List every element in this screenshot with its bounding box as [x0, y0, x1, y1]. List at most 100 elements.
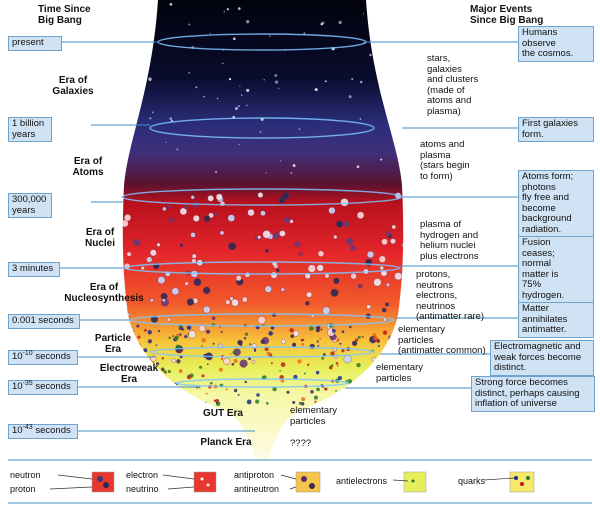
star [141, 30, 145, 34]
particle [146, 256, 153, 263]
contents-nuclei: plasma of hydrogen and helium nuclei plu… [420, 219, 479, 262]
quark-particle [175, 344, 180, 349]
star [169, 3, 173, 6]
star [165, 141, 167, 143]
quark-particle [160, 367, 165, 372]
particle [188, 330, 197, 339]
era-ring [149, 346, 375, 358]
star [195, 86, 198, 89]
particle [316, 264, 324, 272]
particle [179, 207, 188, 216]
particle [219, 230, 225, 236]
particle [231, 298, 239, 307]
time-1e-10-seconds: 10-10 seconds [8, 350, 78, 365]
particle [162, 206, 167, 212]
particle [330, 288, 339, 297]
era-galaxies: Era of Galaxies [52, 75, 94, 97]
contents-particle: elementary particles (antimatter common) [398, 324, 486, 356]
particle [235, 275, 242, 282]
particle [381, 238, 388, 246]
star [390, 29, 393, 32]
particle [276, 268, 280, 273]
quark-particle [267, 352, 272, 357]
antiproton-antineutron-swatch [295, 471, 321, 493]
time-1e-35-seconds: 10-35 seconds [8, 380, 78, 395]
contents-nucleosynthesis: protons, neutrons electrons, neutrinos (… [416, 269, 485, 322]
star [202, 95, 205, 98]
particle [381, 307, 387, 313]
electron-dot [200, 477, 204, 481]
particle [356, 211, 365, 220]
legend-neutron-label: neutron [10, 470, 41, 480]
quark-particle [347, 379, 353, 384]
quark-particle [178, 369, 183, 374]
quark-particle [168, 336, 172, 340]
particle [124, 214, 132, 222]
quark-particle [316, 387, 320, 392]
quark-particle [136, 324, 140, 328]
quark-particle [147, 330, 152, 335]
quark-particle [317, 345, 320, 347]
quark-particle [289, 328, 294, 333]
events-column-header: Major Events Since Big Bang [470, 4, 544, 26]
legend-neutrino-label: neutrino [126, 484, 159, 494]
star [259, 131, 262, 133]
particle [244, 272, 251, 278]
star [360, 80, 363, 84]
particle [335, 220, 344, 228]
event-matter-annihilates: Matter annihilates antimatter. [518, 302, 594, 338]
quark-particle [324, 387, 328, 391]
cone-fill [122, 0, 404, 460]
particle [272, 232, 280, 240]
quark-particle [233, 358, 238, 364]
quark-particle [232, 350, 237, 355]
quark-particle [229, 352, 232, 355]
star [265, 172, 267, 174]
particle [183, 204, 189, 210]
antielectrons-swatch [403, 471, 427, 493]
particle [264, 285, 272, 293]
quark-particle [167, 369, 171, 374]
star [298, 128, 301, 130]
quark-particle [320, 328, 323, 331]
particle [291, 342, 297, 347]
particle [384, 302, 390, 307]
quark-particle [178, 324, 182, 328]
star [320, 22, 324, 26]
star [210, 32, 212, 35]
particle [262, 230, 271, 239]
legend-pointer [280, 474, 297, 480]
legend-antielectrons-label: antielectrons [336, 476, 388, 486]
neutron-dot [97, 476, 103, 482]
contents-gut: elementary particles [290, 405, 337, 427]
legend-antineutron-label: antineutron [234, 484, 280, 494]
quark-particle [213, 399, 217, 402]
star [280, 160, 282, 162]
particle [193, 278, 202, 287]
contents-planck: ???? [290, 438, 312, 449]
quark-particle [239, 343, 243, 346]
star [274, 74, 278, 77]
star [290, 172, 293, 175]
quark-particle [204, 401, 207, 404]
particle [203, 215, 211, 223]
quark-particle [186, 403, 190, 407]
particle [306, 291, 313, 298]
quark-particle [163, 384, 166, 387]
neutron-proton-swatch [91, 471, 115, 493]
quark-particle [279, 369, 281, 372]
quark-particle [218, 367, 223, 372]
particle [289, 219, 294, 224]
quark-particle [293, 374, 298, 380]
quark-particle [336, 364, 339, 367]
particle [357, 283, 363, 289]
quark-particle [201, 374, 205, 378]
quark-particle [268, 331, 274, 336]
legend-pointer [167, 486, 195, 490]
quark-particle [292, 400, 296, 404]
particle [149, 249, 157, 257]
event-strong-force: Strong force becomes distinct, perhaps c… [471, 376, 595, 412]
particle [126, 251, 132, 257]
particle [324, 273, 330, 279]
